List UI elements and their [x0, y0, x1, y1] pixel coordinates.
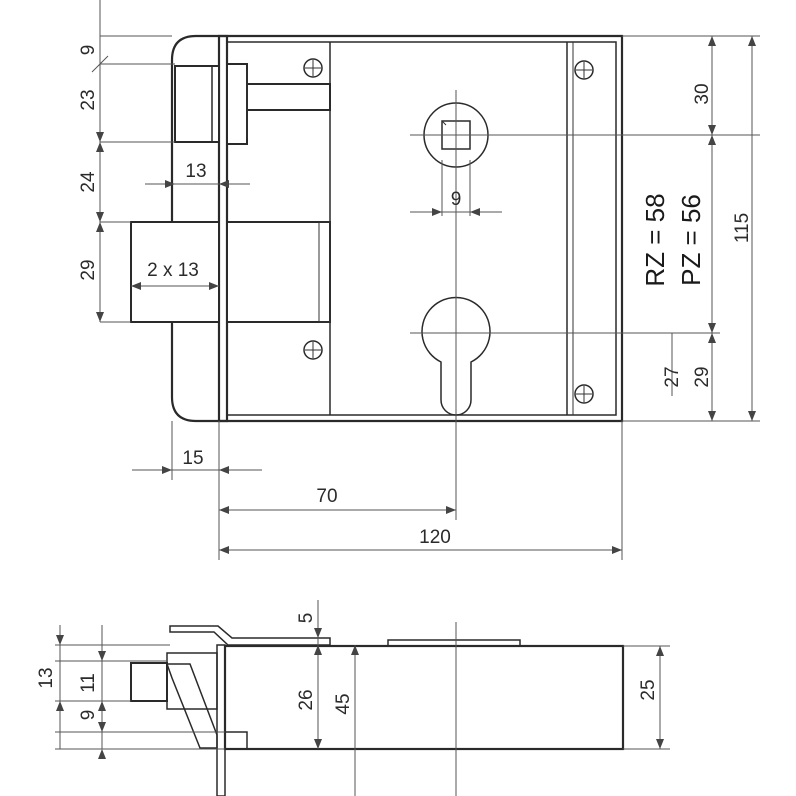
side-view: 13 11 9 5 26 45 25 [36, 600, 670, 796]
latch-block [226, 63, 248, 145]
screw-top-right [574, 60, 594, 80]
faceplate [217, 34, 229, 423]
dim-24: 24 [78, 171, 99, 193]
screw-bottom-right [574, 384, 594, 404]
dim-13: 13 [185, 161, 206, 182]
dim-29-left: 29 [78, 259, 99, 280]
side-dim-9: 9 [78, 710, 99, 721]
dead-bolt-inner [226, 221, 331, 323]
dim-115: 115 [732, 213, 753, 243]
side-dim-26: 26 [296, 689, 317, 710]
side-body [223, 644, 625, 751]
rz-label: RZ = 58 [640, 193, 670, 286]
dim-9-top: 9 [78, 45, 99, 56]
latch-arm [246, 83, 331, 111]
side-top-flange [169, 625, 331, 646]
dim-15: 15 [182, 448, 203, 469]
dead-bolt [130, 221, 220, 323]
dim-29-right: 29 [692, 366, 713, 387]
dim-120: 120 [419, 527, 451, 548]
side-dim-25: 25 [638, 679, 659, 700]
side-dim-13: 13 [36, 667, 57, 688]
dim-70: 70 [316, 486, 337, 507]
side-latch-wedge [165, 663, 218, 749]
pz-label: PZ = 56 [676, 194, 706, 286]
side-cover-plate [387, 639, 521, 647]
housing-outline [170, 34, 624, 423]
dim-9-spindle: 9 [451, 189, 462, 210]
dim-30: 30 [692, 83, 713, 104]
front-view: 9 23 24 29 13 2 x 13 9 15 70 [78, 0, 760, 560]
cylinder-keyhole [421, 296, 491, 416]
side-faceplate [216, 644, 226, 796]
dim-23: 23 [78, 89, 99, 110]
screw-top-left [303, 58, 323, 78]
dim-27: 27 [662, 366, 683, 387]
side-bolt [130, 662, 168, 702]
dim-2x13: 2 x 13 [147, 260, 199, 281]
screw-bottom-left [303, 340, 323, 360]
side-dim-45: 45 [333, 693, 354, 714]
side-cylinder-stub [224, 731, 248, 750]
side-dim-5: 5 [296, 613, 317, 624]
side-dim-11: 11 [78, 673, 99, 693]
